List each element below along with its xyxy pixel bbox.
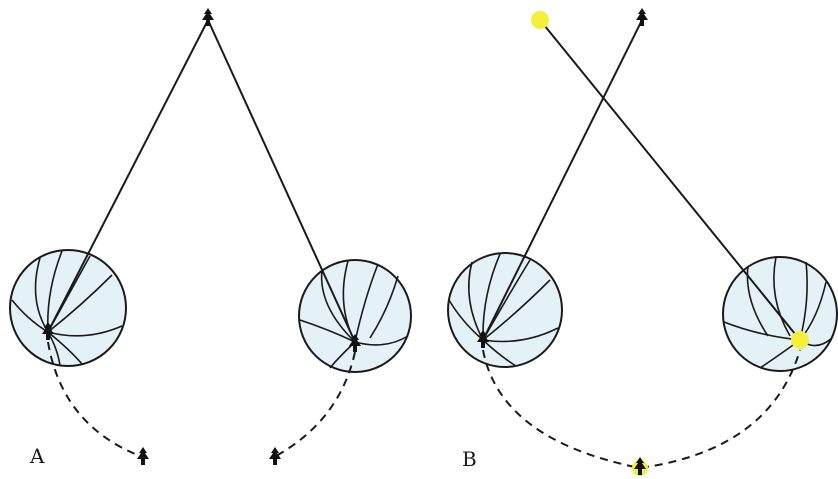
tree-icon xyxy=(137,447,149,465)
panel-label-a: A xyxy=(30,444,44,468)
tree-icon xyxy=(636,8,648,26)
globe-left-b xyxy=(448,253,562,367)
panel-a xyxy=(10,8,411,465)
sight-line xyxy=(540,20,800,340)
sun-icon xyxy=(531,11,549,29)
tree-icon xyxy=(202,8,214,26)
tree-icon xyxy=(269,447,281,465)
dashed-arc xyxy=(483,350,800,468)
globe-left-a xyxy=(10,250,126,366)
sight-line xyxy=(483,20,642,340)
panel-b xyxy=(448,8,837,476)
panel-label-b: B xyxy=(462,447,477,471)
sun-icon xyxy=(791,331,809,349)
sight-line xyxy=(208,20,355,342)
sight-line xyxy=(48,20,208,332)
